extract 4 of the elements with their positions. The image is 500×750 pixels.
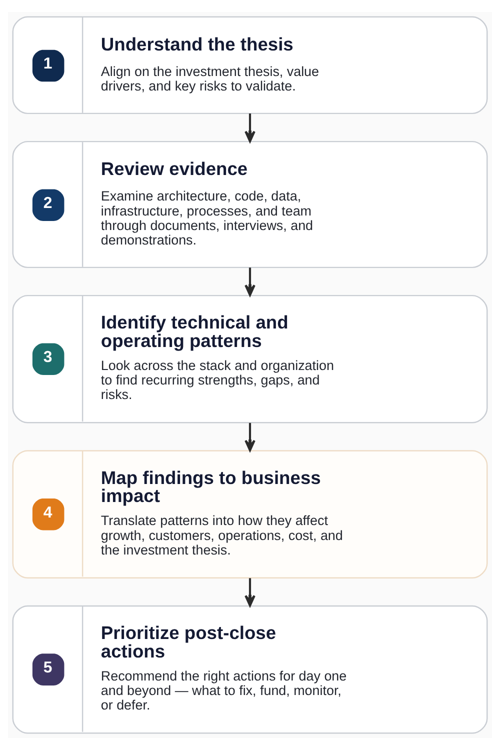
- arrow: [244, 268, 256, 296]
- arrow: [244, 114, 256, 142]
- arrow: [244, 578, 256, 607]
- arrow: [244, 422, 256, 452]
